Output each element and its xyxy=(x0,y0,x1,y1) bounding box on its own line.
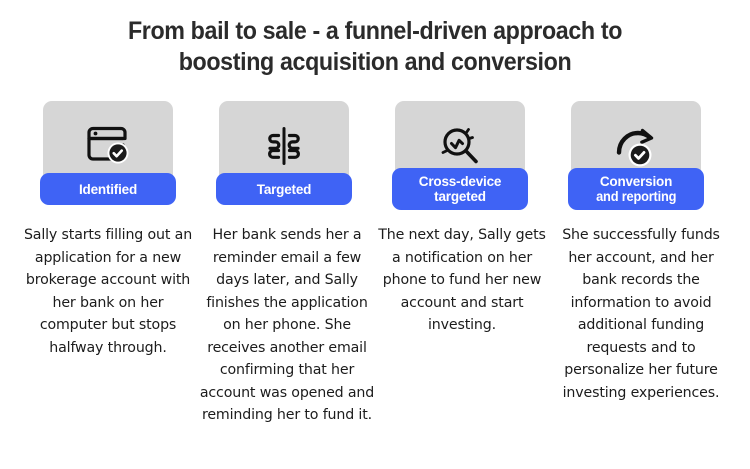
stage-badge-conversion-and-reporting[interactable]: Conversion and reporting xyxy=(568,168,704,210)
stage-card-conversion-and-reporting[interactable]: Conversion and reporting xyxy=(568,101,704,213)
stage-badge-label-line-2: and reporting xyxy=(595,189,677,204)
stage-badge-identified[interactable]: Identified xyxy=(40,173,176,205)
stage-badge-targeted[interactable]: Targeted xyxy=(216,173,352,205)
gauge-arrow-check-icon xyxy=(571,115,701,177)
stage-badge-label-line-2: targeted xyxy=(434,189,486,204)
stage-card-targeted[interactable]: Targeted xyxy=(216,101,352,213)
stage-badge-label: Targeted xyxy=(256,181,312,197)
page-title-line-1: From bail to sale - a funnel-driven appr… xyxy=(127,17,623,45)
split-distribute-icon xyxy=(219,115,349,177)
page-title-line-2: boosting acquisition and conversion xyxy=(178,48,572,76)
browser-window-check-icon xyxy=(43,115,173,177)
stage-card-cross-device-targeted[interactable]: Cross-device targeted xyxy=(392,101,528,213)
stage-description-identified: Sally starts filling out an application … xyxy=(23,227,193,356)
stage-badge-label-line-1: Cross-device xyxy=(418,174,502,189)
stage-badge-label-line-1: Conversion xyxy=(599,174,673,189)
page-title: From bail to sale - a funnel-driven appr… xyxy=(26,16,724,78)
stage-description-conversion-and-reporting: She successfully funds her account, and … xyxy=(562,227,720,401)
funnel-stage-cards: Identified Targeted xyxy=(0,101,750,213)
stage-description-cross-device-targeted: The next day, Sally gets a notification … xyxy=(378,227,546,333)
magnifier-analytics-icon xyxy=(395,115,525,177)
stage-card-identified[interactable]: Identified xyxy=(40,101,176,213)
stage-badge-label: Identified xyxy=(79,181,137,197)
stage-description-targeted: Her bank sends her a reminder email a fe… xyxy=(199,227,375,423)
stage-badge-cross-device-targeted[interactable]: Cross-device targeted xyxy=(392,168,528,210)
